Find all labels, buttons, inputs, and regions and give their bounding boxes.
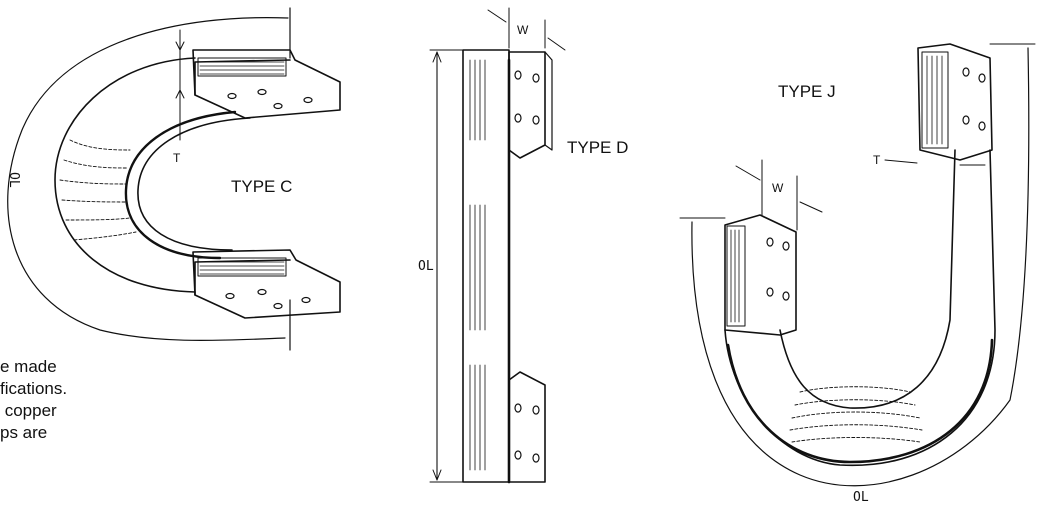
type-d-w-arrow-left bbox=[487, 9, 507, 23]
type-c-top-lug-strands bbox=[197, 57, 287, 77]
type-d-ol-arrow-bottom bbox=[432, 469, 442, 481]
type-c-braid-edge bbox=[124, 110, 237, 260]
type-j-right-lug-strand-lines bbox=[926, 55, 943, 145]
type-j-w-label: W bbox=[772, 181, 784, 195]
type-c-top-lug-strand-lines bbox=[199, 61, 285, 75]
note-line-2: fications. bbox=[0, 379, 68, 398]
type-c-label: TYPE C bbox=[231, 177, 292, 196]
type-j-connector bbox=[679, 43, 1036, 487]
type-j-braid-hatching bbox=[789, 386, 923, 443]
type-d-ol-arrow-top bbox=[432, 51, 442, 63]
type-c-top-lug-holes bbox=[227, 88, 313, 110]
note-line-1: e made bbox=[0, 357, 57, 376]
type-j-t-arrow-left bbox=[884, 159, 918, 164]
note-line-4: ps are bbox=[0, 423, 48, 442]
type-c-bottom-lug-strand-lines bbox=[199, 261, 285, 275]
type-d-braid-strands bbox=[469, 59, 486, 471]
type-j-ol-dimension-arc bbox=[691, 47, 1030, 487]
truncated-note-text: e made fications. copper ps are bbox=[0, 356, 140, 444]
type-j-ol-label: OL bbox=[853, 490, 869, 505]
type-c-connector bbox=[7, 7, 341, 351]
type-j-left-lug bbox=[724, 214, 797, 336]
type-c-bottom-lug bbox=[192, 249, 341, 319]
type-j-w-arrow-left bbox=[735, 165, 761, 181]
type-d-ol-label: OL bbox=[418, 259, 434, 274]
type-c-ol-dimension-arc bbox=[7, 17, 289, 342]
type-d-connector bbox=[429, 7, 566, 484]
type-d-w-arrow-right bbox=[547, 37, 566, 51]
type-j-t-label: T bbox=[873, 153, 881, 167]
type-c-t-arrow-bottom bbox=[175, 89, 185, 99]
type-d-bottom-lug bbox=[508, 371, 546, 483]
type-j-label: TYPE J bbox=[778, 82, 836, 101]
type-c-t-label: T bbox=[173, 151, 181, 165]
type-d-top-lug bbox=[508, 51, 546, 159]
type-j-left-lug-strand-lines bbox=[730, 229, 740, 323]
type-d-bottom-lug-holes bbox=[514, 403, 540, 463]
type-j-braid-inner bbox=[779, 149, 956, 409]
type-c-ol-label: OL bbox=[6, 172, 21, 188]
type-c-braid-hatching bbox=[59, 139, 137, 241]
type-d-top-lug-shade bbox=[544, 51, 553, 151]
type-c-braid-outer bbox=[54, 57, 196, 293]
type-j-left-lug-holes bbox=[766, 237, 790, 301]
type-c-t-arrow-top bbox=[175, 41, 185, 51]
type-d-w-label: W bbox=[517, 23, 529, 37]
type-d-label: TYPE D bbox=[567, 138, 628, 157]
type-c-top-lug-face bbox=[194, 59, 291, 96]
type-d-top-lug-holes bbox=[514, 70, 540, 125]
type-c-bottom-lug-holes bbox=[225, 288, 311, 310]
type-j-right-lug bbox=[917, 43, 993, 161]
type-j-left-lug-strands bbox=[726, 225, 746, 327]
type-j-w-arrow-right bbox=[799, 201, 823, 213]
type-c-bottom-lug-face bbox=[194, 259, 291, 296]
type-c-bottom-lug-strands bbox=[197, 257, 287, 277]
type-j-right-lug-strands bbox=[921, 51, 949, 149]
type-j-braid-outer bbox=[724, 149, 996, 467]
type-c-braid-inner bbox=[137, 117, 251, 251]
type-c-top-lug bbox=[192, 49, 341, 119]
note-line-3: copper bbox=[0, 401, 57, 420]
type-j-right-lug-holes bbox=[962, 67, 986, 131]
type-j-braid-edge bbox=[726, 338, 994, 464]
